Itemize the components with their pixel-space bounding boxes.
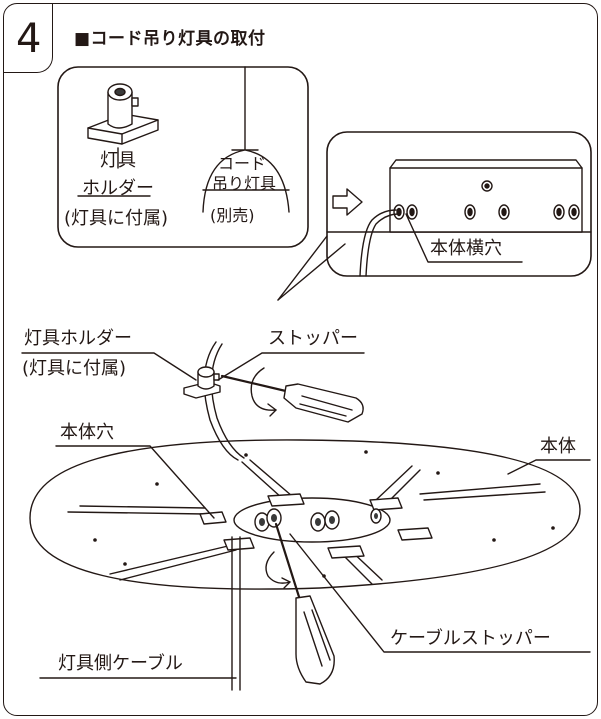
lamp-holder-on-cord (183, 366, 221, 399)
lamp-holder-part (87, 83, 159, 145)
step-tab: 4 (3, 3, 53, 73)
holder-label-line1: 灯具 (100, 150, 136, 171)
screwdriver-icon (220, 374, 364, 423)
lamp-label-line2: 吊り灯具 (212, 174, 277, 193)
step-number: 4 (16, 16, 42, 62)
main-holder-label: 灯具ホルダー (24, 328, 132, 349)
screwdriver-icon (274, 522, 335, 685)
lamp-note: (別売) (210, 206, 255, 225)
holder-note: (灯具に付属) (64, 208, 169, 229)
rotate-arrow-icon (250, 367, 277, 411)
rotate-arrow-icon (265, 551, 291, 584)
lamp-label-line1: コード (218, 154, 267, 173)
main-holder-note: (灯具に付属) (22, 358, 127, 379)
stopper-label: ストッパー (268, 328, 358, 349)
inset-body-side (326, 131, 592, 277)
body-label: 本体 (540, 436, 576, 457)
holder-label-line2: ホルダー (82, 178, 154, 199)
main-body-disc (29, 439, 581, 590)
step-title: ■コード吊り灯具の取付 (74, 29, 266, 49)
body-hole-label: 本体穴 (60, 422, 114, 443)
body-side-hole-label: 本体横穴 (430, 238, 502, 259)
inset-lamp-parts (57, 66, 309, 248)
step-frame (3, 3, 598, 716)
lamp-cable-label: 灯具側ケーブル (58, 653, 183, 674)
cord-pendant-lamp (202, 66, 290, 213)
cable-stopper-label: ケーブルストッパー (390, 628, 551, 649)
arrow-right-icon (332, 188, 363, 216)
